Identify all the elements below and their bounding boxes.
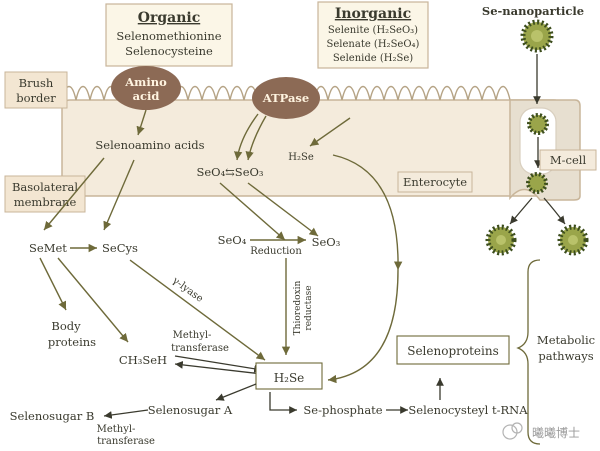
amino-acid-transporter [111, 66, 181, 110]
arrow [215, 383, 257, 401]
arrow [247, 182, 319, 237]
arrow [245, 115, 267, 161]
selenocysteyl-trna-label: Selenocysteyl t-RNA [408, 403, 528, 417]
thioredoxin-label-1: Thioredoxin [293, 280, 303, 335]
watermark: 曦曦博士 [502, 422, 580, 440]
selenoproteins-box [396, 335, 510, 365]
seo3-label: SeO₃ [312, 235, 341, 249]
arrow [136, 109, 147, 136]
atpase-transporter [252, 77, 320, 119]
secys-label: SeCys [102, 241, 138, 255]
arrow [269, 392, 297, 414]
methyl-transferase-2-label-2: transferase [97, 436, 155, 447]
methyl-transferase-2-label-1: Methyl- [97, 424, 136, 435]
body-proteins-label-1: Body [51, 319, 81, 333]
metabolic-pathways-bracket [516, 259, 541, 445]
gamma-lyase-label: γ-lyase [170, 275, 205, 305]
brush-border-label-2: border [16, 91, 56, 105]
organic-line-2: Selenocysteine [125, 44, 213, 58]
arrow [174, 355, 263, 373]
metabolic-pathways-label-2: pathways [538, 349, 593, 363]
arrow [174, 361, 263, 375]
arrow [129, 259, 266, 361]
se-nanoparticle-label: Se-nanoparticle [482, 4, 584, 18]
basolateral-label-1: Basolateral [12, 180, 78, 194]
reduction-label: Reduction [250, 246, 302, 257]
arrow [219, 182, 286, 241]
organic-box [105, 3, 233, 67]
organic-title: Organic [138, 10, 200, 26]
inorganic-line-3: Selenide (H₂Se) [333, 53, 413, 64]
methyl-transferase-label-2: transferase [171, 343, 229, 354]
se-nanoparticle-icon [485, 224, 517, 256]
thioredoxin-label-2: reductase [304, 285, 314, 330]
enterocyte-label-box [397, 171, 473, 193]
ch3seh-label: CH₃SeH [119, 353, 167, 367]
arrow [327, 269, 399, 384]
arrow [233, 113, 259, 161]
methyl-transferase-label-1: Methyl- [173, 330, 212, 341]
amino-acid-label-2: acid [133, 89, 160, 103]
inorganic-box [317, 1, 429, 69]
arrow [543, 197, 566, 225]
basolateral-label-2: membrane [14, 195, 77, 209]
selenosugar-b-label: Selenosugar B [10, 409, 95, 423]
h2se-top-label: H₂Se [288, 152, 314, 163]
se-nanoparticle-icon [520, 19, 554, 53]
se-nanoparticle-icon [557, 224, 589, 256]
m-cell-label-box [539, 149, 597, 171]
inorganic-line-2: Selenate (H₂SeO₄) [327, 39, 420, 50]
arrow [43, 157, 105, 231]
organic-line-1: Selenomethionine [116, 29, 221, 43]
inorganic-title: Inorganic [335, 6, 411, 22]
semet-label: SeMet [29, 241, 67, 255]
arrow [309, 117, 351, 147]
selenoproteins-label: Selenoproteins [407, 344, 499, 358]
basolateral-box [4, 175, 86, 213]
seo4-label: SeO₄ [218, 233, 247, 247]
se-nanoparticle-icon [527, 113, 549, 135]
m-cell-label: M-cell [550, 153, 587, 167]
body-proteins-label-2: proteins [48, 335, 96, 349]
seo4-seo3-label: SeO₄⇆SeO₃ [196, 165, 263, 179]
inorganic-line-1: Selenite (H₂SeO₃) [328, 25, 418, 36]
metabolic-pathways-label-1: Metabolic [537, 333, 595, 347]
selenoamino-acids-label: Selenoamino acids [95, 138, 204, 152]
se-nanoparticle-icon [526, 172, 548, 194]
arrow [57, 257, 129, 343]
h2se-box [255, 362, 323, 390]
brush-border-box [4, 71, 68, 109]
arrow [332, 154, 403, 271]
arrow [509, 197, 533, 225]
arrow [103, 409, 149, 419]
h2se-box-label: H₂Se [274, 371, 305, 385]
atpase-label: ATPase [262, 91, 309, 105]
arrow [39, 257, 67, 311]
watermark-text: 曦曦博士 [532, 425, 580, 440]
arrow [103, 159, 135, 231]
selenosugar-a-label: Selenosugar A [148, 403, 233, 417]
brush-border-label-1: Brush [19, 76, 54, 90]
se-phosphate-label: Se-phosphate [303, 403, 382, 417]
enterocyte-label: Enterocyte [403, 175, 467, 189]
amino-acid-label-1: Amino [124, 75, 167, 89]
